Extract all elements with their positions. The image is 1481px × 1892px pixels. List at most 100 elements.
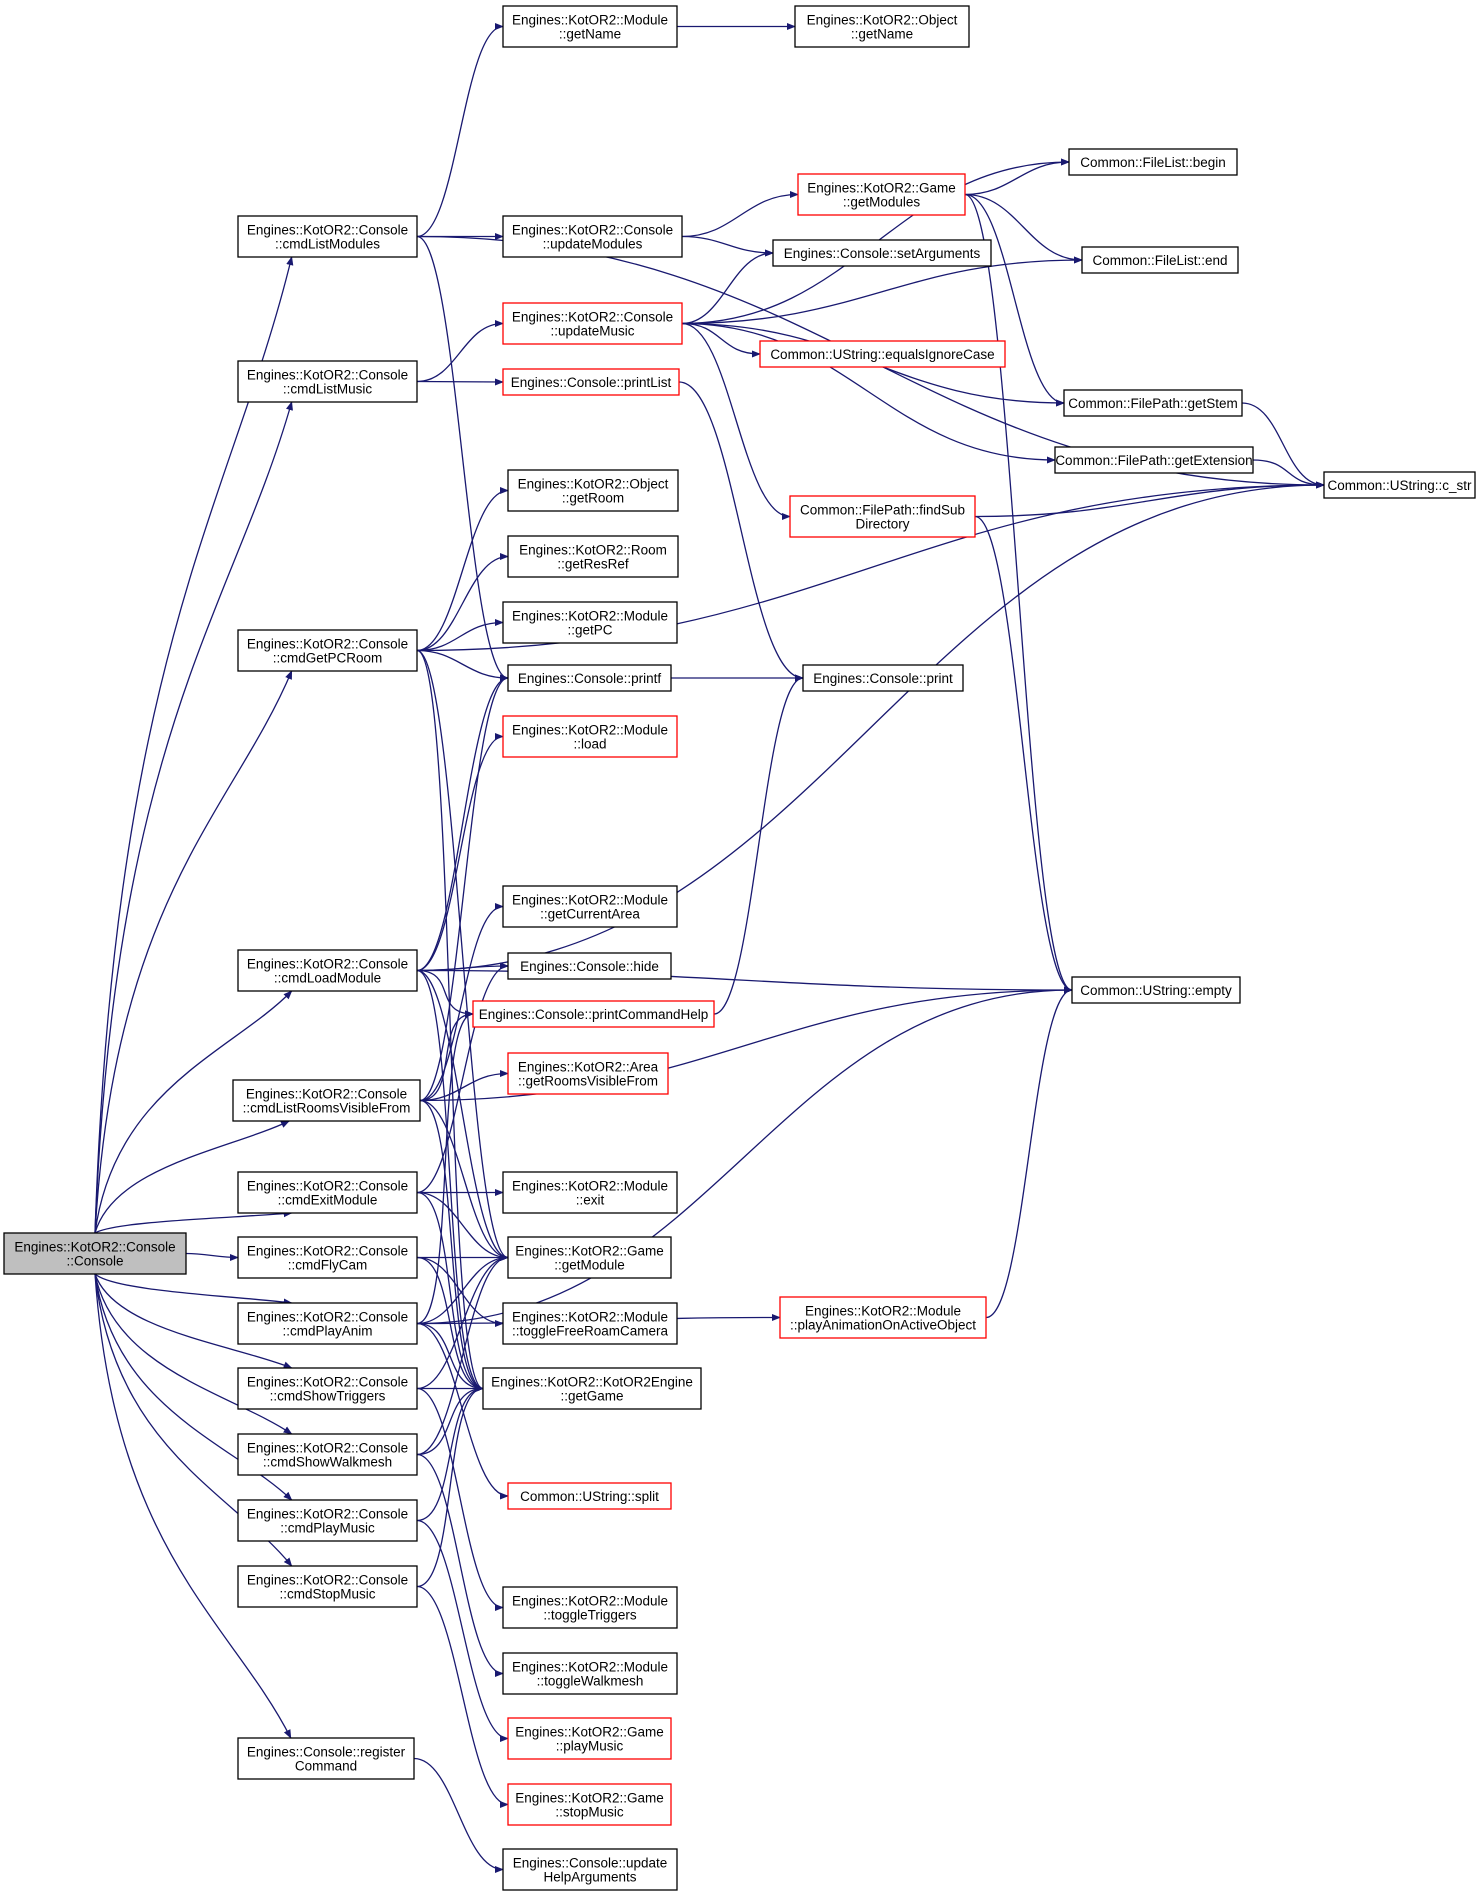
node-ustringEmpty[interactable]: Common::UString::empty bbox=[1071, 976, 1241, 1004]
node-gameStopMusic[interactable]: Engines::KotOR2::Game::stopMusic bbox=[507, 1783, 672, 1826]
edge-cmdExitModule-to-gameGetModule bbox=[416, 1191, 509, 1262]
node-cmdPlayAnim[interactable]: Engines::KotOR2::Console::cmdPlayAnim bbox=[237, 1302, 418, 1345]
edge-cmdGetPCRoom-to-moduleGetPC bbox=[416, 618, 504, 652]
edge-cmdListModules-to-moduleGetName bbox=[416, 22, 504, 238]
node-label-gameGetModules-1: ::getModules bbox=[843, 195, 921, 210]
node-label-cmdGetPCRoom-1: ::cmdGetPCRoom bbox=[273, 651, 383, 666]
node-cmdGetPCRoom[interactable]: Engines::KotOR2::Console::cmdGetPCRoom bbox=[237, 629, 418, 672]
node-label-cmdFlyCam-0: Engines::KotOR2::Console bbox=[247, 1244, 408, 1259]
node-gameGetModules[interactable]: Engines::KotOR2::Game::getModules bbox=[797, 173, 966, 216]
node-label-printCommandHelp-0: Engines::Console::printCommandHelp bbox=[479, 1007, 709, 1022]
node-gamePlayMusic[interactable]: Engines::KotOR2::Game::playMusic bbox=[507, 1717, 672, 1760]
node-label-moduleGetName-1: ::getName bbox=[559, 27, 621, 42]
node-label-cmdListMusic-1: ::cmdListMusic bbox=[283, 382, 373, 397]
node-box-cmdGetPCRoom bbox=[237, 629, 418, 672]
node-label-gameGetModule-0: Engines::KotOR2::Game bbox=[515, 1244, 664, 1259]
node-cmdListModules[interactable]: Engines::KotOR2::Console::cmdListModules bbox=[237, 215, 418, 258]
node-fileListEnd[interactable]: Common::FileList::end bbox=[1081, 246, 1239, 274]
node-toggleWalkmesh[interactable]: Engines::KotOR2::Module::toggleWalkmesh bbox=[502, 1652, 678, 1695]
node-label-cmdExitModule-1: ::cmdExitModule bbox=[278, 1193, 378, 1208]
node-label-printf-0: Engines::Console::printf bbox=[518, 671, 662, 686]
edge-cmdPlayAnim-to-engineGetGame bbox=[416, 1322, 484, 1393]
node-getRoomsVisibleFrom[interactable]: Engines::KotOR2::Area::getRoomsVisibleFr… bbox=[507, 1052, 669, 1095]
node-getStem[interactable]: Common::FilePath::getStem bbox=[1063, 389, 1243, 417]
edge-cmdShowTriggers-to-toggleTriggers bbox=[416, 1387, 504, 1612]
node-label-cmdShowTriggers-0: Engines::KotOR2::Console bbox=[247, 1375, 408, 1390]
node-box-printList bbox=[502, 368, 680, 396]
node-getCurrentArea[interactable]: Engines::KotOR2::Module::getCurrentArea bbox=[502, 885, 678, 928]
node-objectGetRoom[interactable]: Engines::KotOR2::Object::getRoom bbox=[507, 469, 679, 512]
node-box-printf bbox=[507, 664, 672, 692]
node-box-cmdLoadModule bbox=[237, 949, 418, 992]
edge-cmdListRoomsVisibleFrom-to-printCommandHelp bbox=[419, 1010, 474, 1102]
node-toggleTriggers[interactable]: Engines::KotOR2::Module::toggleTriggers bbox=[502, 1586, 678, 1629]
node-cmdLoadModule[interactable]: Engines::KotOR2::Console::cmdLoadModule bbox=[237, 949, 418, 992]
node-split[interactable]: Common::UString::split bbox=[507, 1482, 672, 1510]
node-cmdPlayMusic[interactable]: Engines::KotOR2::Console::cmdPlayMusic bbox=[237, 1499, 418, 1542]
node-label-cmdPlayMusic-0: Engines::KotOR2::Console bbox=[247, 1507, 408, 1522]
node-cmdStopMusic[interactable]: Engines::KotOR2::Console::cmdStopMusic bbox=[237, 1565, 418, 1608]
node-cmdListRoomsVisibleFrom[interactable]: Engines::KotOR2::Console::cmdListRoomsVi… bbox=[232, 1079, 421, 1122]
node-hide[interactable]: Engines::Console::hide bbox=[507, 952, 672, 980]
node-moduleLoad[interactable]: Engines::KotOR2::Module::load bbox=[502, 715, 678, 758]
node-label-moduleLoad-0: Engines::KotOR2::Module bbox=[512, 723, 668, 738]
node-box-toggleFreeRoamCamera bbox=[502, 1302, 678, 1345]
node-box-registerCommand bbox=[237, 1737, 415, 1780]
node-toggleFreeRoamCamera[interactable]: Engines::KotOR2::Module::toggleFreeRoamC… bbox=[502, 1302, 678, 1345]
node-label-updateMusic-1: ::updateMusic bbox=[550, 324, 634, 339]
node-box-moduleGetPC bbox=[502, 601, 678, 644]
node-layer: Engines::KotOR2::Console::ConsoleEngines… bbox=[3, 5, 1476, 1891]
node-moduleGetName[interactable]: Engines::KotOR2::Module::getName bbox=[502, 5, 678, 48]
node-printf[interactable]: Engines::Console::printf bbox=[507, 664, 672, 692]
node-label-updateMusic-0: Engines::KotOR2::Console bbox=[512, 310, 673, 325]
node-label-moduleGetPC-0: Engines::KotOR2::Module bbox=[512, 609, 668, 624]
node-label-cmdListModules-0: Engines::KotOR2::Console bbox=[247, 223, 408, 238]
node-cmdExitModule[interactable]: Engines::KotOR2::Console::cmdExitModule bbox=[237, 1171, 418, 1214]
node-root[interactable]: Engines::KotOR2::Console::Console bbox=[3, 1232, 187, 1275]
node-cmdListMusic[interactable]: Engines::KotOR2::Console::cmdListMusic bbox=[237, 360, 418, 403]
node-moduleGetPC[interactable]: Engines::KotOR2::Module::getPC bbox=[502, 601, 678, 644]
node-updateMusic[interactable]: Engines::KotOR2::Console::updateMusic bbox=[502, 302, 683, 345]
node-label-moduleGetName-0: Engines::KotOR2::Module bbox=[512, 13, 668, 28]
node-printCommandHelp[interactable]: Engines::Console::printCommandHelp bbox=[472, 1000, 715, 1028]
node-equalsIgnoreCase[interactable]: Common::UString::equalsIgnoreCase bbox=[759, 340, 1006, 368]
node-objectGetName[interactable]: Engines::KotOR2::Object::getName bbox=[794, 5, 970, 48]
node-getExtension[interactable]: Common::FilePath::getExtension bbox=[1054, 446, 1254, 474]
node-engineGetGame[interactable]: Engines::KotOR2::KotOR2Engine::getGame bbox=[482, 1367, 702, 1410]
edge-updateModules-to-setArguments bbox=[681, 235, 774, 257]
node-playAnimationOnActiveObject[interactable]: Engines::KotOR2::Module::playAnimationOn… bbox=[779, 1296, 987, 1339]
node-moduleExit[interactable]: Engines::KotOR2::Module::exit bbox=[502, 1171, 678, 1214]
edge-root-to-cmdListMusic bbox=[94, 401, 293, 1234]
node-cmdShowWalkmesh[interactable]: Engines::KotOR2::Console::cmdShowWalkmes… bbox=[237, 1433, 418, 1476]
node-box-cmdStopMusic bbox=[237, 1565, 418, 1608]
node-label-updateModules-0: Engines::KotOR2::Console bbox=[512, 223, 673, 238]
node-label-cmdListMusic-0: Engines::KotOR2::Console bbox=[247, 368, 408, 383]
node-label-registerCommand-1: Command bbox=[295, 1759, 357, 1774]
node-label-cmdListModules-1: ::cmdListModules bbox=[275, 237, 380, 252]
edge-updateMusic-to-equalsIgnoreCase bbox=[681, 322, 761, 358]
node-gameGetModule[interactable]: Engines::KotOR2::Game::getModule bbox=[507, 1236, 672, 1279]
edge-registerCommand-to-updateHelpArguments bbox=[413, 1757, 504, 1874]
node-box-moduleLoad bbox=[502, 715, 678, 758]
node-print[interactable]: Engines::Console::print bbox=[802, 664, 964, 692]
node-label-cmdListRoomsVisibleFrom-0: Engines::KotOR2::Console bbox=[246, 1087, 407, 1102]
node-cmdFlyCam[interactable]: Engines::KotOR2::Console::cmdFlyCam bbox=[237, 1236, 418, 1279]
node-printList[interactable]: Engines::Console::printList bbox=[502, 368, 680, 396]
node-box-ustringEmpty bbox=[1071, 976, 1241, 1004]
edge-cmdPlayAnim-to-printCommandHelp bbox=[416, 1010, 474, 1325]
edge-cmdShowTriggers-to-gameGetModule bbox=[416, 1253, 509, 1390]
node-fileListBegin[interactable]: Common::FileList::begin bbox=[1068, 148, 1238, 176]
node-setArguments[interactable]: Engines::Console::setArguments bbox=[772, 239, 992, 267]
node-cStr[interactable]: Common::UString::c_str bbox=[1323, 471, 1476, 499]
edge-cmdListModules-to-printf bbox=[416, 235, 509, 682]
node-box-gameStopMusic bbox=[507, 1783, 672, 1826]
node-label-equalsIgnoreCase-0: Common::UString::equalsIgnoreCase bbox=[770, 347, 994, 362]
edge-cmdPlayMusic-to-gamePlayMusic bbox=[416, 1519, 509, 1743]
edge-cmdShowWalkmesh-to-toggleWalkmesh bbox=[416, 1453, 504, 1678]
node-updateModules[interactable]: Engines::KotOR2::Console::updateModules bbox=[502, 215, 683, 258]
node-roomGetResRef[interactable]: Engines::KotOR2::Room::getResRef bbox=[507, 535, 679, 578]
node-cmdShowTriggers[interactable]: Engines::KotOR2::Console::cmdShowTrigger… bbox=[237, 1367, 418, 1410]
